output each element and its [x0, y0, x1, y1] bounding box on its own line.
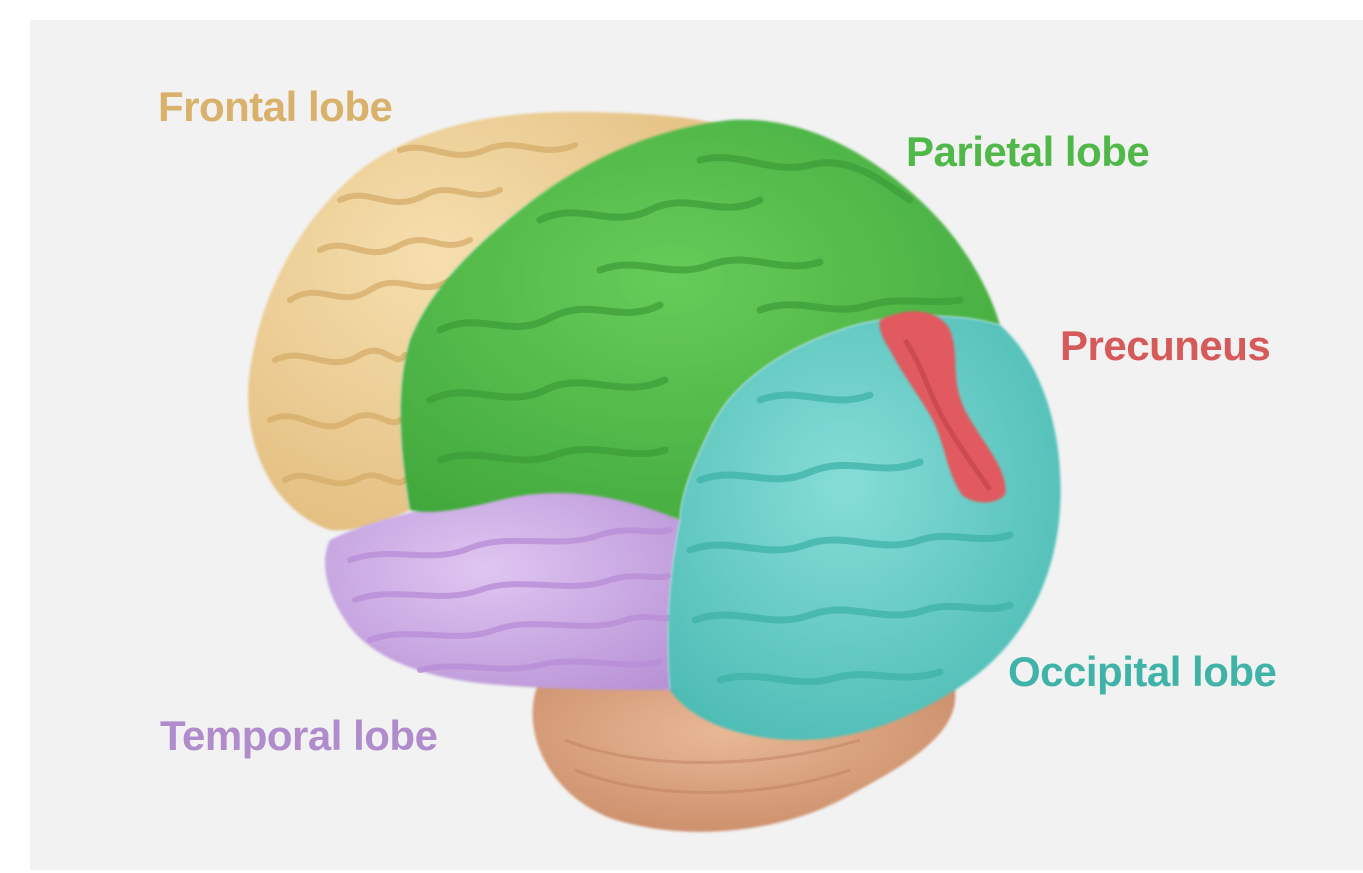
precuneus-label: Precuneus — [1060, 325, 1270, 367]
temporal-lobe-label: Temporal lobe — [160, 715, 437, 757]
parietal-lobe-label: Parietal lobe — [906, 131, 1149, 173]
occipital-lobe-label: Occipital lobe — [1008, 651, 1276, 693]
frontal-lobe-label: Frontal lobe — [158, 86, 392, 128]
